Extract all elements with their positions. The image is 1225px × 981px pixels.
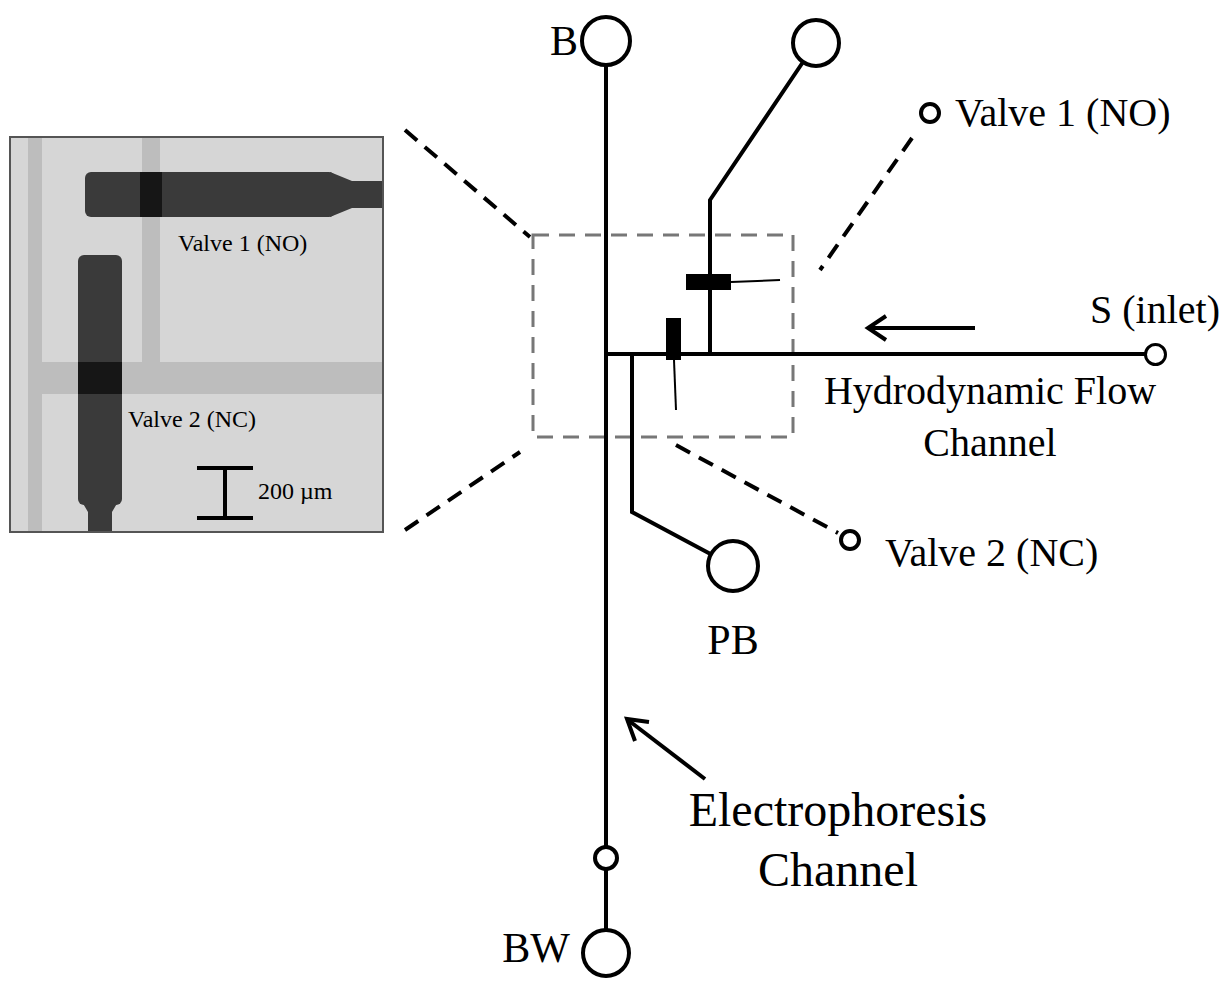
valve-membrane <box>330 172 382 217</box>
port-circle <box>708 541 758 591</box>
valve-stem <box>674 360 676 410</box>
port-circle <box>1145 344 1165 364</box>
port-circle <box>582 17 630 65</box>
port-label: Valve 1 (NO) <box>955 90 1171 136</box>
port-circle <box>921 104 939 122</box>
port-outline <box>581 928 631 978</box>
port-outline <box>1144 343 1167 366</box>
scale-bar <box>197 516 253 520</box>
port-outline <box>919 102 941 124</box>
valve-bar <box>686 274 731 290</box>
valve-stem <box>731 280 780 282</box>
port-label: S (inlet) <box>1090 287 1220 333</box>
valve-membrane <box>85 172 335 217</box>
channel-label: Electrophoresis Channel <box>638 780 1038 900</box>
inset-channel <box>28 138 42 531</box>
port-circle <box>841 531 859 549</box>
valve-seat <box>78 362 122 394</box>
port-label: PB <box>707 616 758 664</box>
inlet-port: S (inlet) <box>1144 343 1167 366</box>
reservoir-pb: PB <box>706 539 760 593</box>
valve-port: Valve 2 (NC) <box>839 529 861 551</box>
channel-label: Hydrodynamic Flow Channel <box>790 365 1190 469</box>
scale-bar <box>223 468 227 518</box>
port-outline <box>706 539 760 593</box>
port-circle <box>583 930 629 976</box>
valve-control-line <box>820 138 912 270</box>
reservoir-b: B <box>580 15 632 67</box>
zoom-line <box>405 452 520 530</box>
inset-frame <box>10 137 383 532</box>
valve-port: Valve 1 (NO) <box>919 102 941 124</box>
valve-membrane <box>78 255 122 505</box>
zoom-region <box>533 235 793 437</box>
channel-junction <box>605 352 634 356</box>
port-outline <box>839 529 861 551</box>
valve-bar <box>666 318 681 360</box>
inset-label: Valve 2 (NC) <box>128 406 256 434</box>
scale-label: 200 µm <box>258 478 333 506</box>
inset-label: Valve 1 (NO) <box>178 230 307 258</box>
port-outline <box>580 15 632 67</box>
valve-control-line <box>676 445 838 533</box>
inset-channel <box>42 362 382 394</box>
pointer-arrow <box>627 719 649 741</box>
zoom-line <box>405 130 530 237</box>
port-label: BW <box>502 924 570 972</box>
side-channel <box>710 62 803 353</box>
flow-arrow <box>868 316 886 340</box>
valve-seat <box>140 172 162 217</box>
scale-bar <box>197 466 253 470</box>
reservoir-bw: BW <box>581 928 631 978</box>
reservoir <box>793 20 839 66</box>
pointer-arrow <box>628 720 705 779</box>
valve-membrane <box>78 495 122 531</box>
inset-photo <box>10 137 383 532</box>
detection-point <box>595 847 617 869</box>
port-label: Valve 2 (NC) <box>885 530 1098 576</box>
port-label: B <box>550 17 578 65</box>
channel-line <box>604 65 608 930</box>
flow-arrow <box>870 326 975 330</box>
